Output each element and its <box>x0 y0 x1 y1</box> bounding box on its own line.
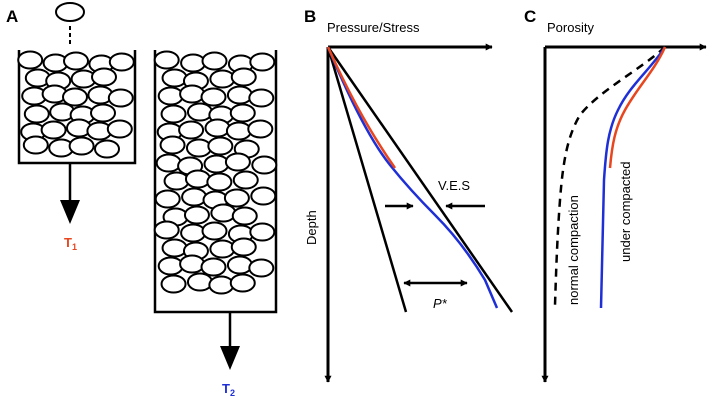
grain <box>161 238 188 258</box>
grain <box>229 273 256 293</box>
grain <box>249 52 276 72</box>
grain <box>223 188 250 208</box>
grain <box>155 153 182 173</box>
grain <box>40 120 67 140</box>
grain <box>183 205 210 225</box>
falling-grain <box>55 2 85 22</box>
grain <box>200 87 227 107</box>
grain <box>248 88 275 108</box>
grain <box>232 170 259 190</box>
grain <box>178 120 205 140</box>
grain <box>210 203 237 223</box>
grain <box>200 257 227 277</box>
grain <box>163 171 190 191</box>
grain <box>185 138 212 158</box>
label-t2: T2 <box>222 381 235 398</box>
panel-c-letter: C <box>524 7 536 26</box>
depth-axis-label: Depth <box>304 210 319 245</box>
grain <box>17 50 44 70</box>
panel-a: A T1 T2 <box>6 2 278 398</box>
grain <box>157 86 184 106</box>
grain <box>62 87 88 107</box>
grain <box>180 53 207 73</box>
grain <box>153 220 180 240</box>
container-t1 <box>17 50 137 165</box>
grain <box>204 118 231 138</box>
arrow-t2-head <box>220 346 240 370</box>
grain <box>207 136 234 156</box>
grain <box>250 186 277 206</box>
grain <box>248 258 275 278</box>
grain <box>160 274 187 294</box>
grain <box>68 136 95 156</box>
grain <box>209 239 236 259</box>
under-compacted-label: under compacted <box>618 162 633 262</box>
grain <box>226 85 253 105</box>
grain <box>159 135 186 155</box>
lithostatic-stress-line <box>326 46 514 313</box>
grain <box>206 172 233 192</box>
under-compacted-curve-blue <box>599 46 667 309</box>
grain <box>108 52 135 72</box>
grain <box>161 68 188 88</box>
grain <box>107 88 134 108</box>
grain <box>179 84 206 104</box>
grain-pack-t1 <box>17 50 135 159</box>
label-t1: T1 <box>64 235 77 252</box>
container-t2 <box>153 50 278 314</box>
grain <box>201 221 228 241</box>
hydrostatic-pressure-line <box>326 46 408 313</box>
grain <box>157 256 184 276</box>
grain <box>181 187 208 207</box>
grain <box>22 135 49 155</box>
grain <box>249 222 276 242</box>
grain <box>225 121 252 141</box>
grain <box>201 51 228 71</box>
porosity-axis-label: Porosity <box>547 20 594 35</box>
grain <box>23 104 50 124</box>
pressure-axis-label: Pressure/Stress <box>327 20 420 35</box>
grain <box>251 155 278 175</box>
normal-compaction-label: normal compaction <box>566 195 581 305</box>
ves-label: V.E.S <box>438 178 470 193</box>
grain <box>226 255 253 275</box>
grain <box>153 50 180 70</box>
pore-pressure-curve-blue <box>326 46 499 309</box>
grain <box>180 223 207 243</box>
pore-pressure-curve-red <box>326 46 397 169</box>
grain <box>230 67 257 87</box>
grain <box>224 152 251 172</box>
panel-b: B Pressure/Stress Depth V.E.S P* <box>304 7 514 383</box>
panel-a-letter: A <box>6 7 18 26</box>
panel-b-letter: B <box>304 7 316 26</box>
grain <box>247 119 274 139</box>
grain <box>229 103 256 123</box>
grain <box>231 206 258 226</box>
grain <box>94 139 120 159</box>
grain <box>184 169 211 189</box>
grain <box>230 237 257 257</box>
grain <box>160 104 187 124</box>
grain <box>203 154 230 174</box>
grain <box>179 254 206 274</box>
grain <box>186 272 213 292</box>
grain <box>106 119 133 139</box>
normal-compaction-curve <box>553 46 666 306</box>
overpressure-label: P* <box>433 296 448 311</box>
panel-c: C Porosity normal compaction under compa… <box>524 7 707 383</box>
arrow-t1-head <box>60 200 80 224</box>
grain <box>154 189 181 209</box>
grain <box>208 275 235 295</box>
grain <box>91 67 117 87</box>
grain <box>90 103 116 123</box>
grain <box>63 51 89 71</box>
grain <box>209 69 236 89</box>
under-compacted-curve-red <box>608 46 667 169</box>
grain-pack-t2 <box>153 50 278 295</box>
grain <box>186 102 213 122</box>
